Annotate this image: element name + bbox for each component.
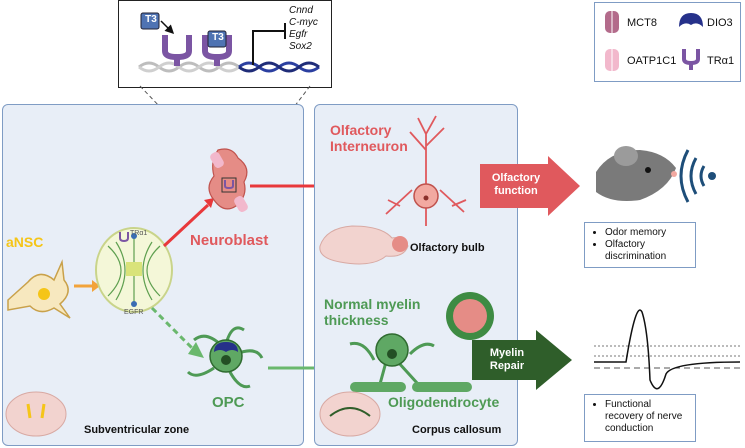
opc-label: OPC: [212, 394, 245, 411]
svz-region-label: Subventricular zone: [84, 424, 190, 436]
egfr-cell-label: EGFR: [124, 309, 144, 316]
gene-regulation-callout: T3 T3 Cnnd C-myc Egfr Sox2: [118, 0, 332, 88]
opc-cell-icon: [186, 326, 264, 389]
olfactory-function-label: Olfactory function: [491, 172, 541, 197]
tra1-receptor-icon: [202, 35, 232, 66]
action-potential-trace-icon: [594, 309, 741, 390]
oatp1c1-transporter-icon: [605, 49, 619, 71]
oligodendrocyte-label: Oligodendrocyte: [388, 394, 500, 410]
mouse-brain-icon: [319, 225, 409, 265]
mouse-head-icon: [596, 146, 677, 201]
olfactory-function-arrow: [480, 156, 580, 216]
legend-label: OATP1C1: [627, 55, 677, 67]
myelin-repair-arrow: [472, 330, 572, 390]
olfactory-outcomes-box: Odor memory Olfactory discrimination: [584, 222, 696, 268]
neuroblast-label: Neuroblast: [190, 232, 269, 249]
dio3-enzyme-icon: [679, 13, 703, 27]
legend: MCT8 DIO3 OATP1C1 TRα1: [594, 2, 741, 82]
gene-name: C-myc: [289, 17, 318, 28]
gene-name: Egfr: [289, 29, 308, 40]
gene-name: Cnnd: [289, 5, 313, 16]
neuroblast-cell-icon: [208, 148, 248, 212]
outcome-item: Functional recovery of nerve conduction: [605, 399, 689, 435]
t3-label: T3: [212, 32, 224, 43]
gene-name: Sox2: [289, 41, 312, 52]
oligodendrocyte-icon: [349, 333, 472, 392]
tra1-cell-label: TRα1: [130, 230, 148, 237]
interneuron-label: Olfactory Interneuron: [330, 122, 408, 154]
brain-section-icon: [319, 391, 381, 437]
olfactory-interneuron-icon: [385, 115, 467, 226]
myelin-outcomes-box: Functional recovery of nerve conduction: [584, 394, 696, 442]
ansc-label: aNSC: [6, 234, 44, 250]
brain-section-icon: [5, 391, 67, 437]
mct8-transporter-icon: [605, 11, 619, 33]
t3-label: T3: [145, 14, 157, 25]
gene-regulation-graphic: [138, 12, 320, 73]
myelin-thickness-label: Normal myelin thickness: [324, 296, 421, 328]
legend-label: DIO3: [707, 17, 733, 29]
tra1-receptor-icon: [162, 35, 192, 66]
olfactory-bulb-label: Olfactory bulb: [410, 242, 485, 254]
target-gene-list: Cnnd C-myc Egfr Sox2: [289, 5, 318, 53]
corpus-callosum-label: Corpus callosum: [412, 424, 502, 436]
tra1-receptor-icon: [682, 49, 700, 70]
legend-icons: [605, 11, 703, 71]
legend-label: TRα1: [707, 55, 735, 67]
legend-label: MCT8: [627, 17, 657, 29]
outcome-item: Olfactory discrimination: [605, 239, 689, 263]
myelin-repair-label: Myelin Repair: [489, 347, 525, 372]
odor-signal-icon: [679, 149, 716, 203]
myelin-cross-section-icon: [446, 292, 494, 340]
ansc-cell-icon: [7, 259, 71, 319]
dividing-progenitor-cell-icon: [95, 227, 173, 313]
dna-strand-icon: [138, 61, 240, 73]
outcome-item: Odor memory: [605, 227, 689, 239]
